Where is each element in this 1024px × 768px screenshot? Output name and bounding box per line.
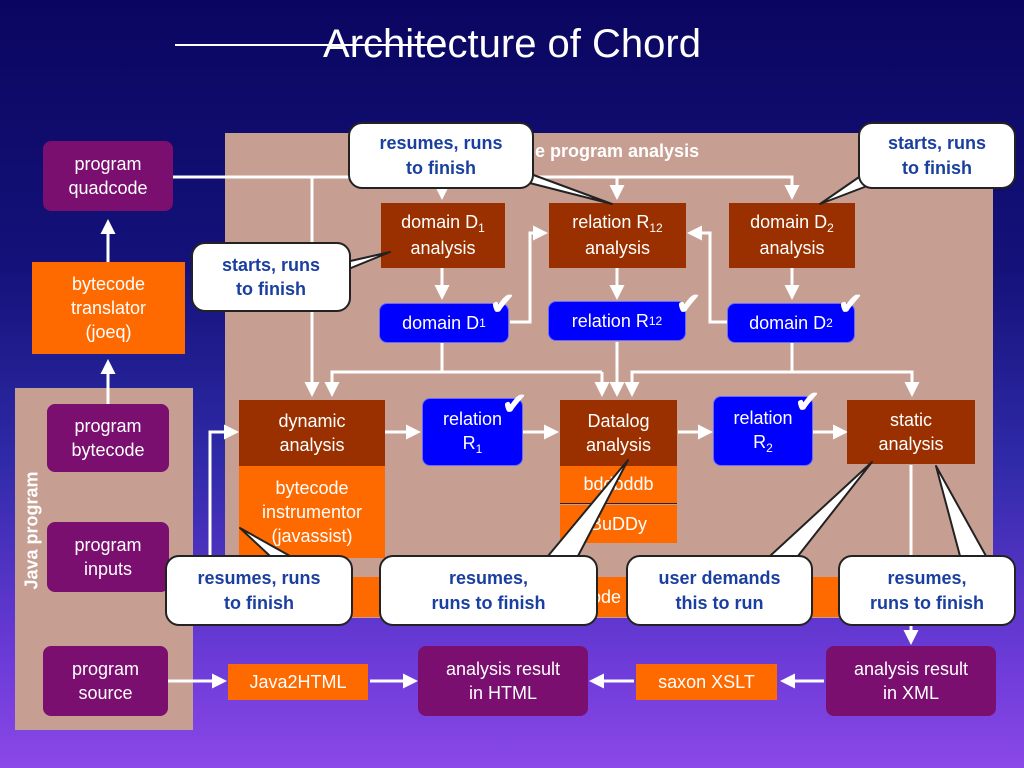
relation-r12-analysis-line2: analysis	[584, 238, 651, 259]
datalog-analysis-box: Datalog analysis	[560, 400, 677, 466]
checkmark-icon: ✔	[676, 288, 702, 321]
dynamic-analysis-box: dynamic analysis	[239, 400, 385, 466]
program-quadcode-box: program quadcode	[43, 141, 173, 211]
domain-d2-analysis-line2: analysis	[759, 238, 825, 259]
relation-r2-line1: relation	[733, 407, 793, 428]
relation-r12-analysis-sub: 12	[649, 221, 663, 236]
domain-d2-analysis-box: domain D2 analysis	[729, 203, 855, 268]
checkmark-icon: ✔	[838, 288, 864, 321]
callout-top-starts: starts, runs to finish	[858, 122, 1016, 189]
checkmark-icon: ✔	[795, 386, 821, 419]
program-source-box: program source	[43, 646, 168, 716]
checkmark-icon: ✔	[502, 388, 528, 421]
analysis-result-html-box: analysis result in HTML	[418, 646, 588, 716]
domain-d1-label: domain D	[402, 312, 480, 333]
relation-r1-line1: relation	[442, 408, 503, 429]
domain-d2-analysis-sub: 2	[827, 221, 834, 236]
domain-d2-analysis-line1: domain D	[750, 212, 828, 233]
relation-r1-line2: R	[462, 433, 476, 454]
program-inputs-box: program inputs	[47, 522, 169, 592]
domain-d1-analysis-box: domain D1 analysis	[381, 203, 505, 268]
title-strike-line	[175, 44, 445, 46]
callout-bottom-4: resumes, runs to finish	[838, 555, 1016, 626]
callout-top-resumes: resumes, runs to finish	[348, 122, 534, 189]
domain-d1-analysis-line2: analysis	[410, 238, 476, 259]
domain-d2-sub: 2	[826, 315, 833, 330]
relation-r1-sub: 1	[475, 442, 483, 457]
static-analysis-box: static analysis	[847, 400, 975, 464]
checkmark-icon: ✔	[490, 288, 516, 321]
program-bytecode-box: program bytecode	[47, 404, 169, 472]
domain-d1-sub: 1	[479, 315, 486, 330]
analysis-result-xml-box: analysis result in XML	[826, 646, 996, 716]
relation-r12-analysis-box: relation R12 analysis	[549, 203, 686, 268]
relation-r12-label: relation R	[571, 310, 649, 331]
relation-r1-box: relation R1	[422, 398, 523, 466]
domain-d1-analysis-line1: domain D	[401, 212, 479, 233]
relation-r12-analysis-line1: relation R	[572, 212, 650, 233]
relation-r2-line2: R	[753, 432, 767, 453]
saxon-xslt-box: saxon XSLT	[636, 664, 777, 700]
relation-r2-box: relation R2	[713, 396, 813, 466]
callout-bottom-1: resumes, runs to finish	[165, 555, 353, 626]
callout-bottom-3: user demands this to run	[626, 555, 813, 626]
relation-r2-sub: 2	[766, 441, 773, 456]
relation-r12-sub: 12	[648, 313, 663, 328]
java2html-box: Java2HTML	[228, 664, 368, 700]
domain-d2-label: domain D	[749, 312, 827, 333]
callout-bottom-2: resumes, runs to finish	[379, 555, 598, 626]
bddbddb-box: bddbddb	[560, 466, 677, 504]
callout-left-starts: starts, runs to finish	[191, 242, 351, 312]
domain-d1-analysis-sub: 1	[478, 221, 485, 236]
bytecode-translator-box: bytecode translator (joeq)	[32, 262, 185, 354]
panel-label: le program analysis	[530, 141, 700, 161]
